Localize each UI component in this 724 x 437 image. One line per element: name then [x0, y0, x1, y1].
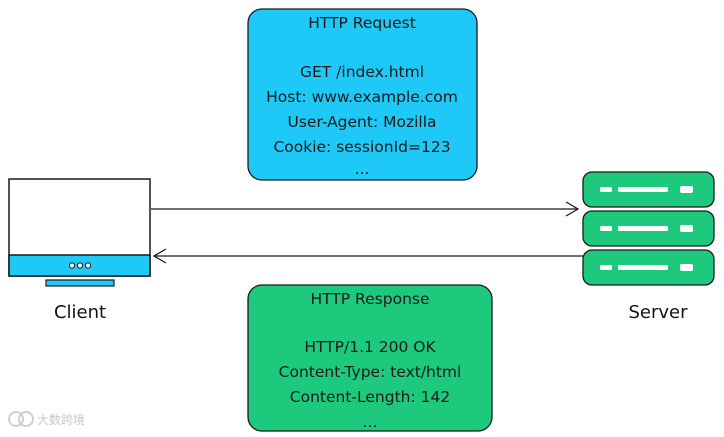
response-box: HTTP Response HTTP/1.1 200 OK Content-Ty…: [247, 284, 493, 432]
request-title: HTTP Request: [308, 14, 416, 32]
response-line-2: Content-Type: text/html: [279, 363, 462, 381]
server-unit-1: [582, 171, 715, 208]
response-arrow: [152, 248, 583, 264]
server-label: Server: [628, 302, 688, 323]
response-box-bg: [247, 284, 493, 432]
request-line-1: GET /index.html: [300, 63, 424, 81]
response-line-1: HTTP/1.1 200 OK: [304, 338, 436, 356]
watermark-logo-icon: [8, 411, 34, 427]
client-label: Client: [54, 302, 106, 323]
monitor-dot-1: [68, 262, 76, 269]
server-rack-icon: [582, 171, 715, 286]
request-line-2: Host: www.example.com: [266, 88, 458, 106]
server-unit-2: [582, 210, 715, 247]
monitor-icon: [8, 178, 151, 287]
response-line-4: ...: [363, 413, 378, 431]
request-line-3: User-Agent: Mozilla: [287, 113, 436, 131]
server-unit-3: [582, 249, 715, 286]
response-title: HTTP Response: [310, 290, 429, 308]
watermark-text: 大数跨境: [37, 412, 85, 427]
monitor-dot-2: [76, 262, 84, 269]
request-box-bg: [247, 8, 478, 181]
response-line-3: Content-Length: 142: [290, 388, 450, 406]
request-box: HTTP Request GET /index.html Host: www.e…: [247, 8, 478, 181]
monitor-dot-3: [84, 262, 92, 269]
request-line-4: Cookie: sessionId=123: [273, 138, 450, 156]
request-arrow: [151, 201, 580, 217]
monitor-stand: [45, 279, 115, 287]
watermark: 大数跨境: [8, 411, 85, 427]
request-line-5: ...: [355, 160, 370, 178]
